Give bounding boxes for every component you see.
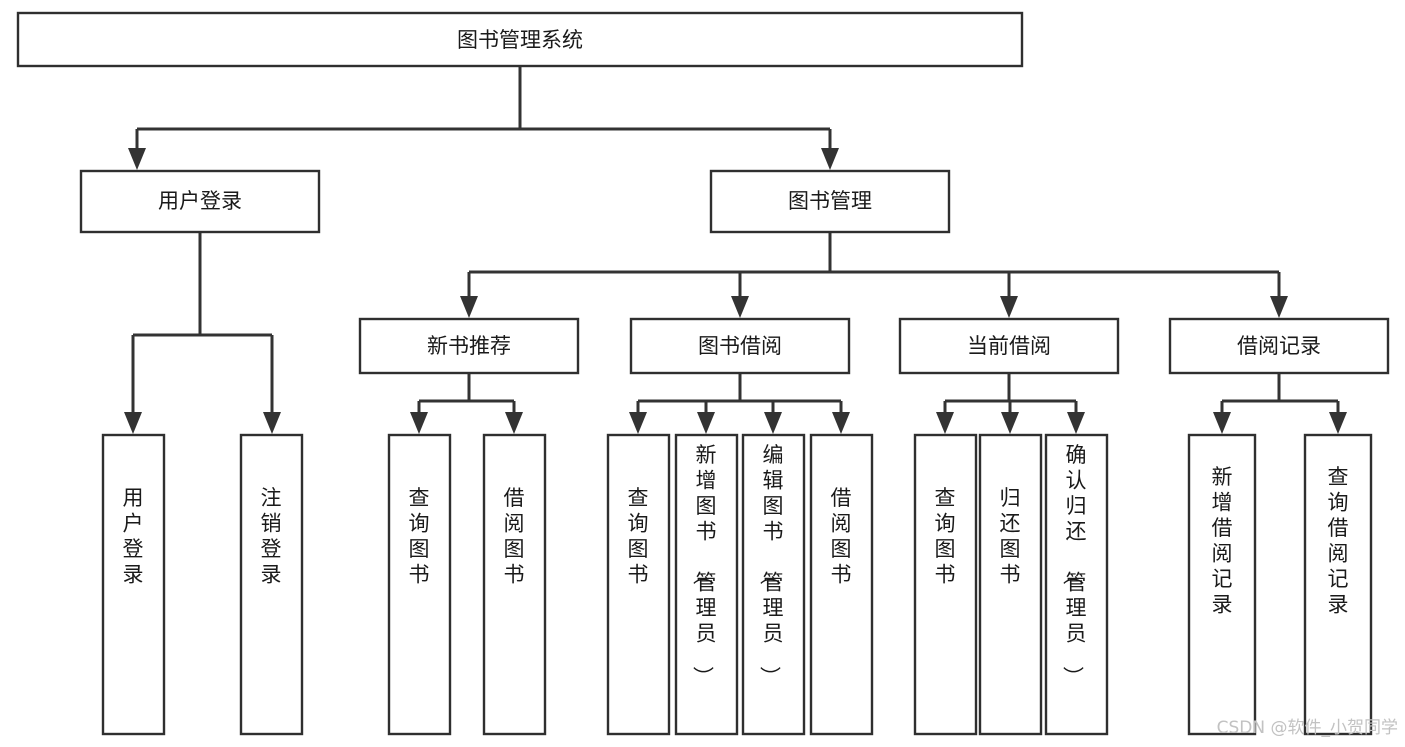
node-new-book-recommend[interactable]: 新书推荐	[358, 317, 580, 375]
node-root[interactable]: 图书管理系统	[16, 11, 1024, 68]
arrow-head-leaf-user-login	[124, 412, 142, 434]
arrow-head-leaf-query-book-3	[936, 412, 954, 434]
node-user-login[interactable]: 用户登录	[79, 169, 321, 234]
node-leaf-borrow-book-2-box[interactable]	[809, 433, 874, 736]
arrow-head-leaf-return-book	[1001, 412, 1019, 434]
node-book-management-box[interactable]	[709, 169, 951, 234]
node-leaf-add-book-box[interactable]	[674, 433, 739, 736]
arrow-head-leaf-query-book-1	[410, 412, 428, 434]
node-leaf-borrow-book-2-label: 借阅图书	[831, 486, 852, 587]
node-borrow-record-label: 借阅记录	[1237, 334, 1321, 358]
node-root-label: 图书管理系统	[457, 28, 583, 52]
node-leaf-borrow-book-1-box[interactable]	[482, 433, 547, 736]
arrow-head-leaf-edit-book	[764, 412, 782, 434]
node-leaf-user-logout-box[interactable]	[239, 433, 304, 736]
node-leaf-add-record-label: 新增借阅记录	[1212, 465, 1233, 617]
arrow-head-leaf-borrow-book-2	[832, 412, 850, 434]
node-leaf-add-record[interactable]: 新增借阅记录	[1187, 433, 1257, 736]
node-current-borrow-label: 当前借阅	[967, 334, 1051, 358]
node-leaf-return-book-label: 归还图书	[1000, 486, 1021, 587]
node-user-login-box[interactable]	[79, 169, 321, 234]
connector-layer	[124, 66, 1347, 434]
arrow-head-leaf-add-record	[1213, 412, 1231, 434]
node-leaf-query-book-2-label: 查询图书	[628, 486, 649, 587]
node-leaf-query-book-2[interactable]: 查询图书	[606, 433, 671, 736]
node-current-borrow[interactable]: 当前借阅	[898, 317, 1120, 375]
node-leaf-query-book-3[interactable]: 查询图书	[913, 433, 978, 736]
node-book-borrow-box[interactable]	[629, 317, 851, 375]
node-leaf-confirm-return-box[interactable]	[1044, 433, 1109, 736]
node-leaf-add-book-label: 新增图书（管理员）	[691, 443, 717, 687]
node-leaf-query-record-box[interactable]	[1303, 433, 1373, 736]
node-book-management[interactable]: 图书管理	[709, 169, 951, 234]
csdn-watermark: CSDN @软件_小贺同学	[1217, 718, 1398, 738]
node-leaf-confirm-return[interactable]: 确认归还（管理员）	[1044, 433, 1109, 736]
node-leaf-edit-book-label: 编辑图书（管理员）	[758, 443, 784, 687]
node-book-borrow[interactable]: 图书借阅	[629, 317, 851, 375]
node-leaf-add-record-box[interactable]	[1187, 433, 1257, 736]
node-borrow-record-box[interactable]	[1168, 317, 1390, 375]
node-leaf-user-logout-label: 注销登录	[261, 486, 282, 587]
node-leaf-query-book-1[interactable]: 查询图书	[387, 433, 452, 736]
node-leaf-return-book-box[interactable]	[978, 433, 1043, 736]
node-leaf-user-login-box[interactable]	[101, 433, 166, 736]
arrow-head-book-borrow	[731, 296, 749, 318]
node-leaf-user-login[interactable]: 用户登录	[101, 433, 166, 736]
node-book-borrow-label: 图书借阅	[698, 334, 782, 358]
node-leaf-query-book-3-label: 查询图书	[935, 486, 956, 587]
node-leaf-user-login-label: 用户登录	[123, 486, 144, 587]
node-leaf-edit-book-box[interactable]	[741, 433, 806, 736]
node-leaf-confirm-return-label: 确认归还（管理员）	[1061, 443, 1087, 687]
node-leaf-query-record-label: 查询借阅记录	[1328, 465, 1349, 617]
arrow-head-leaf-query-book-2	[629, 412, 647, 434]
node-borrow-record[interactable]: 借阅记录	[1168, 317, 1390, 375]
arrow-head-leaf-add-book	[697, 412, 715, 434]
node-leaf-borrow-book-1-label: 借阅图书	[504, 486, 525, 587]
node-leaf-edit-book[interactable]: 编辑图书（管理员）	[741, 433, 806, 736]
arrow-head-leaf-user-logout	[263, 412, 281, 434]
arrow-head-current-borrow	[1000, 296, 1018, 318]
arrow-head-user-login	[128, 148, 146, 170]
arrow-head-borrow-record	[1270, 296, 1288, 318]
node-new-book-recommend-box[interactable]	[358, 317, 580, 375]
arrow-head-leaf-confirm-return	[1067, 412, 1085, 434]
node-leaf-query-record[interactable]: 查询借阅记录	[1303, 433, 1373, 736]
arrow-head-new-book-recommend	[460, 296, 478, 318]
node-leaf-borrow-book-2[interactable]: 借阅图书	[809, 433, 874, 736]
node-leaf-query-book-1-box[interactable]	[387, 433, 452, 736]
arrow-head-leaf-borrow-book-1	[505, 412, 523, 434]
node-leaf-return-book[interactable]: 归还图书	[978, 433, 1043, 736]
node-leaf-query-book-1-label: 查询图书	[409, 486, 430, 587]
node-leaf-user-logout[interactable]: 注销登录	[239, 433, 304, 736]
node-leaf-add-book[interactable]: 新增图书（管理员）	[674, 433, 739, 736]
node-book-management-label: 图书管理	[788, 189, 872, 213]
arrow-head-leaf-query-record	[1329, 412, 1347, 434]
node-leaf-borrow-book-1[interactable]: 借阅图书	[482, 433, 547, 736]
node-new-book-recommend-label: 新书推荐	[427, 334, 511, 358]
node-current-borrow-box[interactable]	[898, 317, 1120, 375]
node-leaf-query-book-2-box[interactable]	[606, 433, 671, 736]
node-user-login-label: 用户登录	[158, 189, 242, 213]
node-leaf-query-book-3-box[interactable]	[913, 433, 978, 736]
node-root-box[interactable]	[16, 11, 1024, 68]
arrow-head-book-management	[821, 148, 839, 170]
